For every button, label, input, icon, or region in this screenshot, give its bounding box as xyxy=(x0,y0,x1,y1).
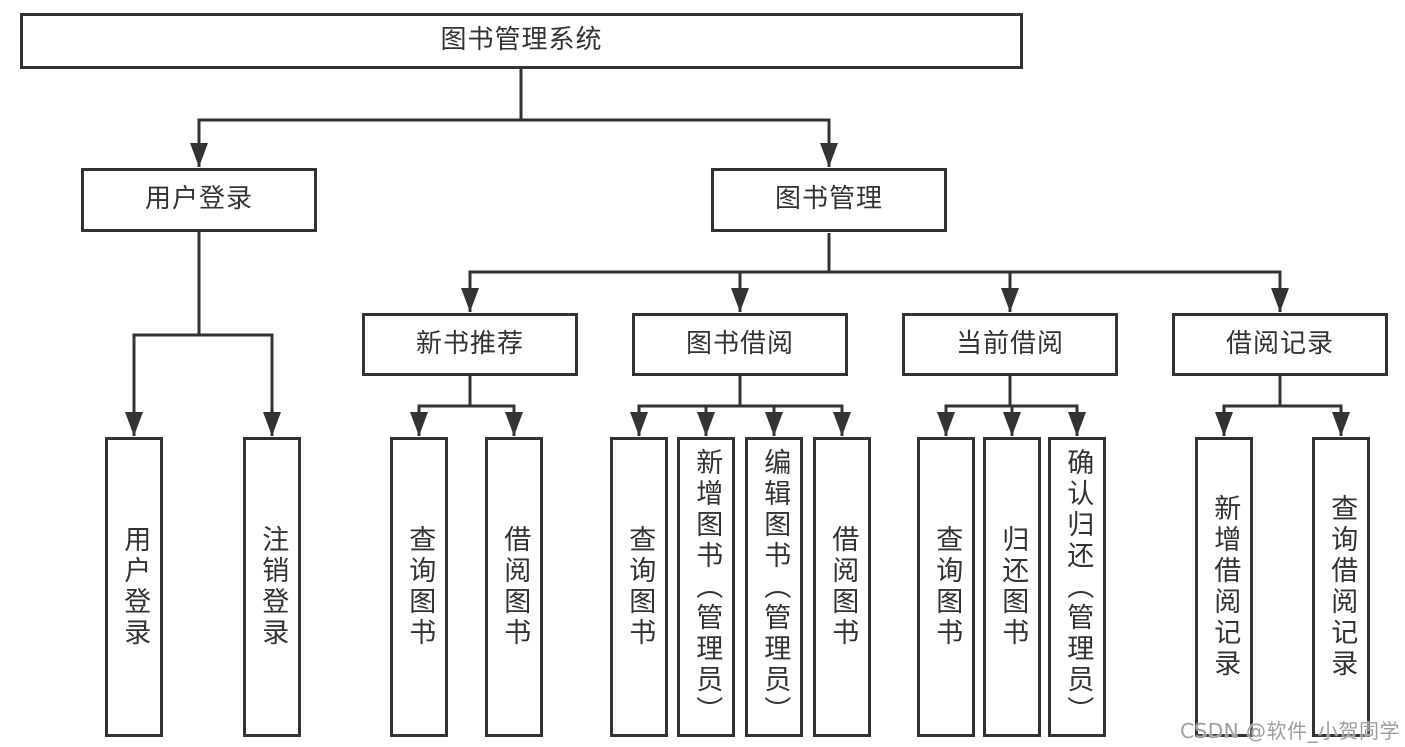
node-current-borrow: 当前借阅 xyxy=(902,313,1118,376)
leaf-borrow-edit: 编辑图书（管理员） xyxy=(745,437,803,737)
connector-current-borrow xyxy=(937,376,1086,436)
connector-new-book-rec xyxy=(410,376,523,436)
node-borrow-record: 借阅记录 xyxy=(1172,313,1388,376)
connectors xyxy=(125,69,1350,436)
leaf-rec-query: 查询图书 xyxy=(390,437,448,737)
leaf-user-login: 用户登录 xyxy=(105,437,163,737)
node-user-login: 用户登录 xyxy=(81,168,317,232)
node-root: 图书管理系统 xyxy=(20,13,1023,69)
csdn-watermark: CSDN @软件_小贺同学 xyxy=(1180,719,1400,743)
leaf-current-query: 查询图书 xyxy=(917,437,975,737)
leaf-rec-borrow: 借阅图书 xyxy=(485,437,543,737)
leaf-logout: 注销登录 xyxy=(243,437,301,737)
leaf-record-query: 查询借阅记录 xyxy=(1312,437,1370,737)
leaf-borrow-book: 借阅图书 xyxy=(813,437,871,737)
connector-root xyxy=(190,69,838,167)
node-new-book-rec: 新书推荐 xyxy=(362,313,578,376)
connector-borrow-record xyxy=(1215,376,1350,436)
leaf-borrow-add: 新增图书（管理员） xyxy=(677,437,735,737)
leaf-record-add: 新增借阅记录 xyxy=(1195,437,1253,737)
leaf-current-return: 归还图书 xyxy=(983,437,1041,737)
connector-book-borrow xyxy=(630,376,851,436)
leaf-current-confirm: 确认归还（管理员） xyxy=(1048,437,1106,737)
leaf-borrow-query: 查询图书 xyxy=(610,437,668,737)
connector-user-login xyxy=(125,232,281,436)
connector-book-mgmt xyxy=(461,233,1289,312)
node-book-borrow: 图书借阅 xyxy=(632,313,848,376)
node-book-mgmt: 图书管理 xyxy=(711,168,947,232)
